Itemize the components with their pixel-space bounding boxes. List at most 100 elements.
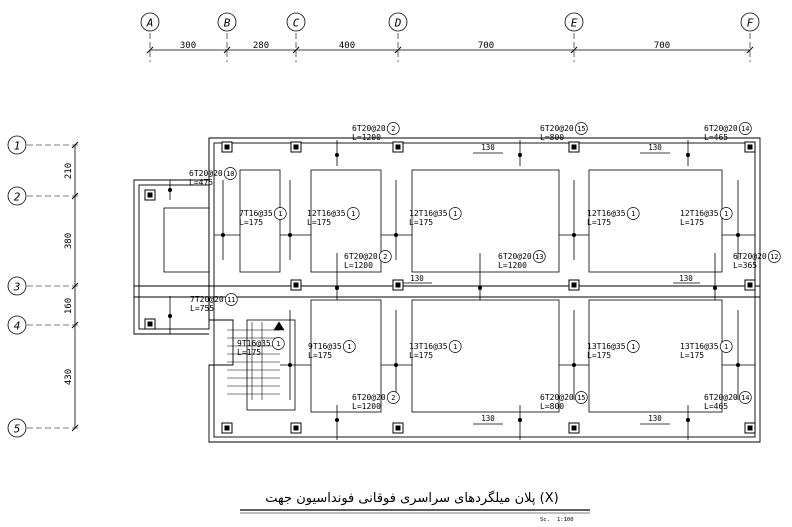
rebar-tag-bubble xyxy=(767,250,781,263)
rebar-tag-number: 1 xyxy=(724,210,728,218)
column-grid-C: C xyxy=(286,12,306,62)
row-grid-4: 4 xyxy=(7,315,80,335)
rebar-tag-bubble xyxy=(738,122,752,135)
footing-panels xyxy=(163,169,723,413)
stair-area xyxy=(227,321,285,400)
rebar-spec: 6T20@20 xyxy=(352,124,386,133)
rebar-length: L=465 xyxy=(704,402,728,411)
rebar-length: L=365 xyxy=(733,261,757,270)
rebar-label: 7T16@35L=175 1 xyxy=(239,207,287,227)
rebar-spec: 7T20@20 xyxy=(190,295,224,304)
rebar-length: L=175 xyxy=(409,351,433,360)
rebar-tag-number: 1 xyxy=(351,210,355,218)
rebar-tag-bubble xyxy=(574,122,588,135)
rebar-label: 6T20@20L=465 14 xyxy=(704,391,752,411)
drawing-scale: 1:100 xyxy=(557,517,574,523)
rebar-lines xyxy=(169,140,755,440)
row-label-1: 1 xyxy=(14,140,21,153)
rebar-length: L=175 xyxy=(409,218,433,227)
rebar-tag-number: 1 xyxy=(453,343,457,351)
rebar-tag-number: 12 xyxy=(770,253,778,261)
lap-length-note: 130 xyxy=(648,143,662,152)
column-label-A: A xyxy=(146,17,154,30)
rebar-tag-number: 1 xyxy=(724,343,728,351)
dim-2-3: 380 xyxy=(64,233,74,249)
rebar-spec: 6T20@20 xyxy=(704,124,738,133)
rebar-tag-bubble xyxy=(273,207,287,220)
rebar-tag-number: 11 xyxy=(227,296,235,304)
row-grid-1: 1 xyxy=(7,135,80,155)
rebar-spec: 6T20@20 xyxy=(540,124,574,133)
rebar-spec: 6T20@20 xyxy=(352,393,386,402)
lap-length-note: 130 xyxy=(481,414,495,423)
rebar-tag-number: 14 xyxy=(741,394,749,402)
row-dimension-ticks xyxy=(71,141,79,432)
rebar-tag-bubble xyxy=(386,391,400,404)
rebar-length: L=1200 xyxy=(352,133,381,142)
rebar-tag-number: 2 xyxy=(383,253,387,261)
row-label-3: 3 xyxy=(13,281,21,294)
rebar-tag-bubble xyxy=(738,391,752,404)
rebar-label: 6T20@20L=465 14 xyxy=(704,122,752,142)
dim-3-4: 160 xyxy=(64,298,74,314)
rebar-length: L=175 xyxy=(587,351,611,360)
rebar-length: L=1200 xyxy=(344,261,373,270)
rebar-spec: 9T16@35 xyxy=(308,342,342,351)
lap-length-note: 130 xyxy=(481,143,495,152)
dim-A-B: 300 xyxy=(180,41,196,51)
rebar-tag-bubble xyxy=(719,340,733,353)
column-grid-A: A xyxy=(140,12,160,62)
rebar-tag-number: 1 xyxy=(276,340,280,348)
rebar-spec: 12T16@35 xyxy=(409,209,448,218)
lap-length-note: 130 xyxy=(679,274,693,283)
lap-dimension-marks xyxy=(403,152,700,425)
rebar-spec: 7T16@35 xyxy=(239,209,273,218)
rebar-spec: 6T20@20 xyxy=(189,169,223,178)
rebar-tag-bubble xyxy=(626,340,640,353)
rebar-spec: 6T20@20 xyxy=(704,393,738,402)
scale-prefix: Sc. xyxy=(540,517,550,523)
lap-length-note: 130 xyxy=(648,414,662,423)
foundation-outline xyxy=(133,137,761,443)
rebar-length: L=175 xyxy=(239,218,263,227)
rebar-length: L=175 xyxy=(308,351,332,360)
rebar-spec: 12T16@35 xyxy=(680,209,719,218)
row-label-5: 5 xyxy=(14,423,21,436)
rebar-tag-number: 1 xyxy=(278,210,282,218)
rebar-tag-bubble xyxy=(346,207,360,220)
rebar-tag-number: 14 xyxy=(741,125,749,133)
dim-1-2: 210 xyxy=(64,163,74,179)
rebar-tag-bubble xyxy=(224,293,238,306)
rebar-spec: 13T16@35 xyxy=(587,342,626,351)
rebar-length: L=1200 xyxy=(352,402,381,411)
column-grid-D: D xyxy=(388,12,408,62)
column-grid-E: E xyxy=(564,12,584,62)
column-grid-B: B xyxy=(217,12,237,62)
rebar-tag-number: 2 xyxy=(391,394,395,402)
rebar-tag-bubble xyxy=(719,207,733,220)
rebar-label: 6T20@20L=1200 2 xyxy=(352,391,400,411)
rebar-tag-number: 1 xyxy=(631,210,635,218)
rebar-length: L=175 xyxy=(587,218,611,227)
row-label-2: 2 xyxy=(14,191,21,204)
rebar-spec: 13T16@35 xyxy=(680,342,719,351)
dim-4-5: 430 xyxy=(64,369,74,385)
rebar-length: L=465 xyxy=(704,133,728,142)
rebar-length: L=800 xyxy=(540,402,564,411)
rebar-spec: 6T20@20 xyxy=(540,393,574,402)
row-grid-2: 2 xyxy=(7,186,80,206)
rebar-spec: 13T16@35 xyxy=(409,342,448,351)
